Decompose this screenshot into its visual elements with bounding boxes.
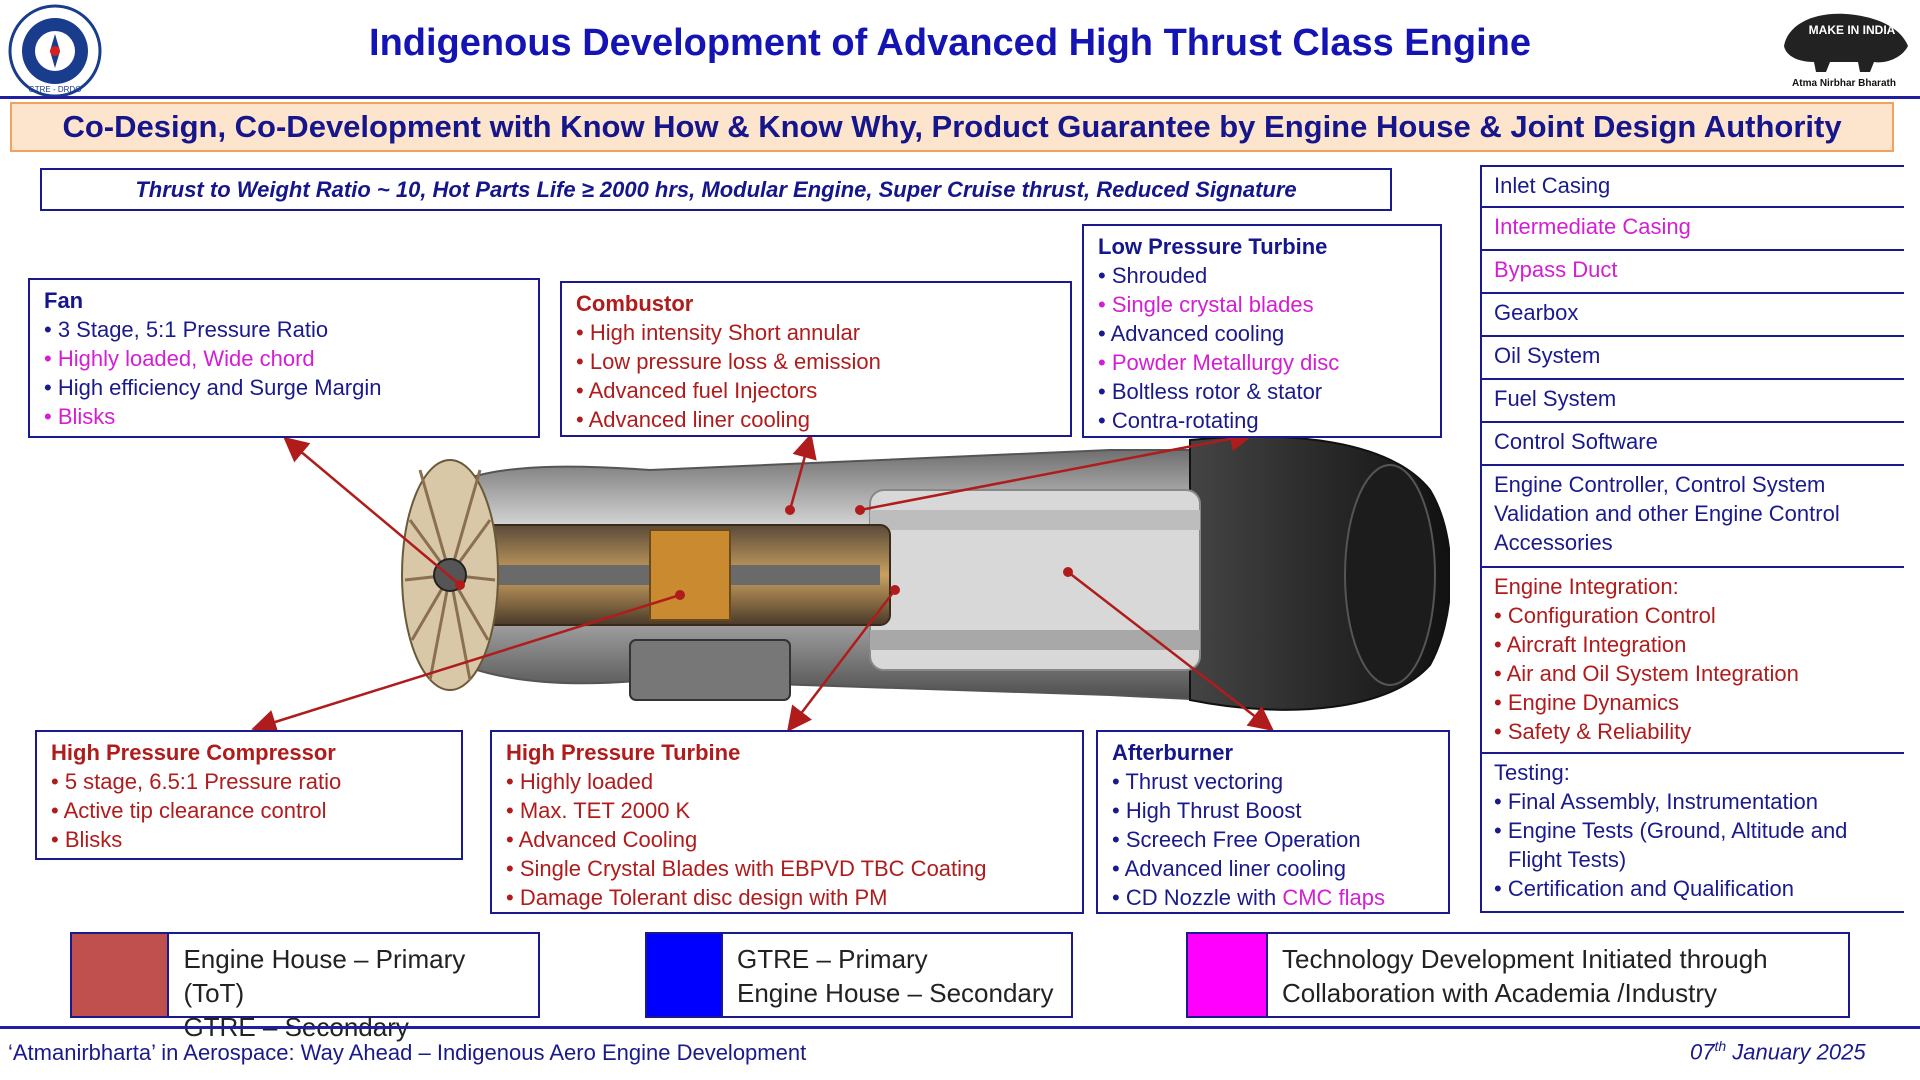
footer-date-day: 07 <box>1690 1039 1715 1065</box>
intermediate-casing-label: Intermediate Casing <box>1494 214 1691 239</box>
legend-swatch-blue <box>647 934 723 1016</box>
lpt-item: Boltless rotor & stator <box>1098 377 1426 406</box>
bypass-duct-row: Bypass Duct <box>1480 251 1904 294</box>
legend-gtre: GTRE – Primary Engine House – Secondary <box>645 932 1073 1018</box>
svg-text:Atma Nirbhar Bharath: Atma Nirbhar Bharath <box>1792 78 1896 89</box>
legend-line: Technology Development Initiated through <box>1282 944 1768 974</box>
afterburner-title: Afterburner <box>1112 740 1234 765</box>
legend-swatch-red <box>72 934 170 1016</box>
afterburner-callout: Afterburner Thrust vectoring High Thrust… <box>1096 730 1450 914</box>
legend-engine-house: Engine House – Primary (ToT) GTRE – Seco… <box>70 932 540 1042</box>
fan-item: High efficiency and Surge Margin <box>44 373 524 402</box>
fan-item: 3 Stage, 5:1 Pressure Ratio <box>44 315 524 344</box>
combustor-item: Advanced liner cooling <box>576 405 1056 434</box>
fan-item: Highly loaded, Wide chord <box>44 344 524 373</box>
engine-controller-label: Engine Controller, Control System Valida… <box>1494 472 1840 555</box>
hpt-callout: High Pressure Turbine Highly loaded Max.… <box>490 730 1084 914</box>
integration-item: Safety & Reliability <box>1494 717 1890 746</box>
inlet-casing-label: Inlet Casing <box>1494 173 1611 198</box>
lpt-item: Advanced cooling <box>1098 319 1426 348</box>
hpc-title: High Pressure Compressor <box>51 740 336 765</box>
legend-line: Collaboration with Academia /Industry <box>1282 978 1718 1008</box>
svg-text:MAKE IN INDIA: MAKE IN INDIA <box>1809 23 1896 37</box>
header-divider <box>0 96 1920 99</box>
gearbox-row: Gearbox <box>1480 294 1904 337</box>
legend-line: GTRE – Primary <box>737 944 928 974</box>
afterburner-item: High Thrust Boost <box>1112 796 1434 825</box>
inlet-casing-row: Inlet Casing <box>1480 165 1904 208</box>
afterburner-item: Advanced liner cooling <box>1112 854 1434 883</box>
engine-cutaway-illustration <box>401 435 1450 711</box>
afterburner-item: Screech Free Operation <box>1112 825 1434 854</box>
legend-academia: Technology Development Initiated through… <box>1186 932 1850 1018</box>
specs-banner: Thrust to Weight Ratio ~ 10, Hot Parts L… <box>40 168 1392 211</box>
lpt-callout: Low Pressure Turbine Shrouded Single cry… <box>1082 224 1442 438</box>
integration-item: Aircraft Integration <box>1494 630 1890 659</box>
combustor-title: Combustor <box>576 291 694 316</box>
right-column <box>1480 165 1904 913</box>
lpt-item: Shrouded <box>1098 261 1426 290</box>
hpt-title: High Pressure Turbine <box>506 740 741 765</box>
engine-integration-row: Engine Integration: Configuration Contro… <box>1480 568 1904 754</box>
bypass-duct-label: Bypass Duct <box>1494 257 1618 282</box>
testing-row: Testing: Final Assembly, Instrumentation… <box>1480 754 1904 913</box>
footer-divider <box>0 1026 1920 1029</box>
engine-controller-row: Engine Controller, Control System Valida… <box>1480 466 1904 568</box>
fan-callout: Fan 3 Stage, 5:1 Pressure Ratio Highly l… <box>28 278 540 438</box>
hpc-item: Blisks <box>51 825 447 854</box>
banner: Co-Design, Co-Development with Know How … <box>10 102 1894 152</box>
integration-item: Configuration Control <box>1494 601 1890 630</box>
oil-system-label: Oil System <box>1494 343 1601 368</box>
control-software-row: Control Software <box>1480 423 1904 466</box>
hpc-callout: High Pressure Compressor 5 stage, 6.5:1 … <box>35 730 463 860</box>
svg-text:GTRE - DRDO: GTRE - DRDO <box>29 85 82 94</box>
engine-integration-title: Engine Integration: <box>1494 574 1679 599</box>
intermediate-casing-row: Intermediate Casing <box>1480 208 1904 251</box>
testing-item: Engine Tests (Ground, Altitude and Fligh… <box>1494 816 1890 874</box>
combustor-item: High intensity Short annular <box>576 318 1056 347</box>
lpt-item: Contra-rotating <box>1098 406 1426 435</box>
hpc-item: 5 stage, 6.5:1 Pressure ratio <box>51 767 447 796</box>
fuel-system-row: Fuel System <box>1480 380 1904 423</box>
afterburner-item: CD Nozzle with CMC flaps <box>1112 883 1434 912</box>
footer-date-suffix: th <box>1714 1038 1727 1054</box>
afterburner-item: Thrust vectoring <box>1112 767 1434 796</box>
footer-date-rest: January 2025 <box>1726 1039 1866 1065</box>
hpt-item: Highly loaded <box>506 767 1068 796</box>
lpt-title: Low Pressure Turbine <box>1098 234 1328 259</box>
combustor-item: Advanced fuel Injectors <box>576 376 1056 405</box>
fan-item: Blisks <box>44 402 524 431</box>
make-in-india-logo: MAKE IN INDIA Atma Nirbhar Bharath <box>1784 13 1908 89</box>
hpc-item: Active tip clearance control <box>51 796 447 825</box>
hpt-item: Single Crystal Blades with EBPVD TBC Coa… <box>506 854 1068 883</box>
page-title: Indigenous Development of Advanced High … <box>369 22 1531 64</box>
combustor-item: Low pressure loss & emission <box>576 347 1056 376</box>
integration-item: Engine Dynamics <box>1494 688 1890 717</box>
footer-caption: ‘Atmanirbharta’ in Aerospace: Way Ahead … <box>8 1040 807 1065</box>
combustor-callout: Combustor High intensity Short annular L… <box>560 281 1072 437</box>
hpt-item: Damage Tolerant disc design with PM <box>506 883 1068 912</box>
testing-title: Testing: <box>1494 760 1570 785</box>
fuel-system-label: Fuel System <box>1494 386 1617 411</box>
integration-item: Air and Oil System Integration <box>1494 659 1890 688</box>
control-software-label: Control Software <box>1494 429 1658 454</box>
gearbox-label: Gearbox <box>1494 300 1579 325</box>
testing-item: Final Assembly, Instrumentation <box>1494 787 1890 816</box>
legend-line: Engine House – Primary (ToT) <box>183 944 466 1008</box>
afterburner-cmc-text: CMC flaps <box>1282 885 1385 910</box>
fan-title: Fan <box>44 288 84 313</box>
hpt-item: Advanced Cooling <box>506 825 1068 854</box>
footer-date: 07th January 2025 <box>1690 1038 1866 1065</box>
oil-system-row: Oil System <box>1480 337 1904 380</box>
lpt-item: Single crystal blades <box>1098 290 1426 319</box>
legend-line: Engine House – Secondary <box>737 978 1054 1008</box>
gtre-drdo-logo: GTRE - DRDO <box>8 4 102 98</box>
lpt-item: Powder Metallurgy disc <box>1098 348 1426 377</box>
afterburner-nozzle-text: CD Nozzle with <box>1125 885 1283 910</box>
legend-swatch-magenta <box>1188 934 1268 1016</box>
hpt-item: Max. TET 2000 K <box>506 796 1068 825</box>
testing-item: Certification and Qualification <box>1494 874 1890 903</box>
